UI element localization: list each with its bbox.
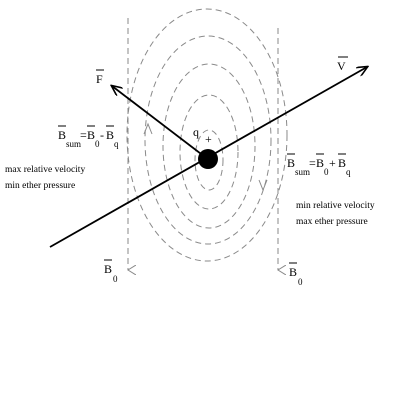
external-field-lines xyxy=(128,18,278,270)
loop-arrow-up-icon xyxy=(143,122,153,135)
bsum-right-b0-sub: 0 xyxy=(324,167,329,177)
field-loop-3 xyxy=(162,63,256,229)
bsum-left-b0-sub: 0 xyxy=(95,139,100,149)
bsum-right-sub: sum xyxy=(295,167,310,177)
velocity-label: V xyxy=(337,56,348,73)
bsum-right-bq: B xyxy=(338,156,346,170)
charge-dot xyxy=(198,149,218,169)
b0-left-sub: 0 xyxy=(113,274,118,284)
bsum-right-op: + xyxy=(329,156,336,170)
bsum-left-op: - xyxy=(100,128,104,142)
field-loops xyxy=(126,8,288,262)
bsum-left-b: B xyxy=(58,128,66,142)
right-note-line2: max ether pressure xyxy=(296,217,368,227)
left-note-line1: max relative velocity xyxy=(5,165,85,175)
b0-left-label: B 0 xyxy=(104,259,118,284)
right-note-line1: min relative velocity xyxy=(296,201,375,211)
bsum-left-bq: B xyxy=(106,128,114,142)
bsum-left-sub: sum xyxy=(66,139,81,149)
bsum-right-b0: B xyxy=(316,156,324,170)
charge-sign: + xyxy=(205,132,212,146)
velocity-label-text: V xyxy=(337,59,346,73)
bsum-right-bq-sub: q xyxy=(346,167,351,177)
b0-left-b: B xyxy=(104,262,112,276)
field-loop-5 xyxy=(126,8,288,262)
field-loop-4 xyxy=(144,35,272,245)
charge-label: q xyxy=(193,125,199,139)
force-vector xyxy=(112,86,210,161)
bsum-right-equation: B sum = B 0 + B q xyxy=(287,153,351,177)
b0-right-label: B 0 xyxy=(289,262,303,287)
bsum-right-eq: = xyxy=(309,156,316,170)
left-note-line2: min ether pressure xyxy=(5,181,75,191)
loop-arrow-down-icon xyxy=(258,179,268,192)
bsum-left-eq: = xyxy=(80,128,87,142)
field-loop-1 xyxy=(194,129,224,191)
b0-right-b: B xyxy=(289,265,297,279)
bsum-right-b: B xyxy=(287,156,295,170)
bsum-left-equation: B sum = B 0 - B q xyxy=(58,125,119,149)
force-label-text: F xyxy=(96,72,103,86)
force-label: F xyxy=(96,69,104,86)
field-loop-2 xyxy=(179,94,239,210)
bsum-left-bq-sub: q xyxy=(114,139,119,149)
b0-right-sub: 0 xyxy=(298,277,303,287)
bsum-left-b0: B xyxy=(87,128,95,142)
